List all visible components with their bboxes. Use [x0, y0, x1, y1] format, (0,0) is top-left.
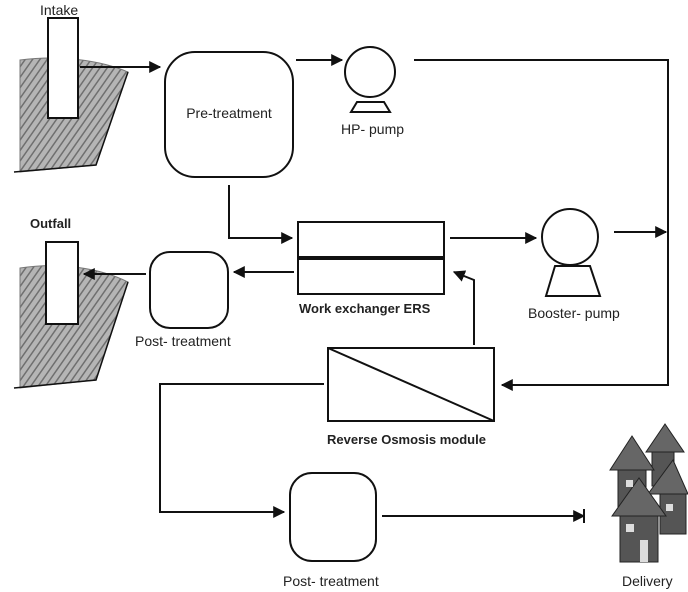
work-exchanger-label: Work exchanger ERS [299, 301, 431, 316]
booster-pump-icon [541, 208, 602, 297]
ro-module-label: Reverse Osmosis module [327, 432, 486, 447]
booster-pump-label: Booster- pump [528, 305, 620, 321]
outfall-sea-icon [13, 241, 129, 389]
delivery-houses-icon [609, 423, 688, 563]
post-treatment-outfall-box [149, 251, 229, 329]
intake-sea-icon [13, 17, 129, 173]
post-treatment-delivery-label: Post- treatment [283, 573, 379, 589]
post-treatment-outfall-label: Post- treatment [135, 333, 231, 349]
outfall-pipe [45, 241, 79, 325]
hp-pump-label: HP- pump [341, 121, 404, 137]
outfall-label: Outfall [30, 216, 71, 231]
post-treatment-delivery-box [289, 472, 377, 562]
pretreatment-label: Pre-treatment [186, 105, 272, 121]
intake-pipe [47, 17, 79, 119]
intake-label: Intake [40, 2, 78, 18]
delivery-label: Delivery [622, 573, 673, 589]
pretreatment-box [164, 51, 294, 178]
flow-lines [80, 54, 669, 523]
hp-pump-icon [344, 46, 396, 113]
